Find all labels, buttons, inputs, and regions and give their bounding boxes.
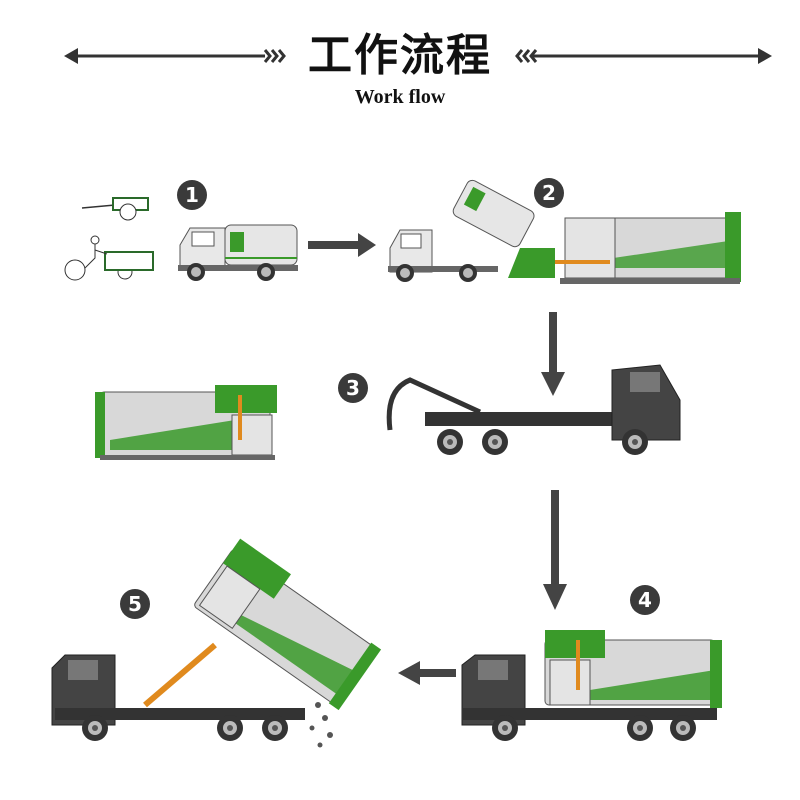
header-left-arrow	[64, 48, 286, 64]
small-truck-unloading	[388, 179, 535, 282]
arrow-down-1	[541, 312, 565, 396]
title-text: 工作流程	[300, 30, 500, 81]
falling-garbage	[309, 702, 333, 748]
step-2-badge: 2	[534, 178, 564, 208]
step-4-badge: 4	[630, 585, 660, 615]
hook-lift-truck	[386, 364, 681, 455]
step-5-badge: 5	[120, 589, 150, 619]
truck-dumping-container	[51, 538, 382, 748]
arrow-right	[308, 233, 376, 257]
hand-cart-icon	[81, 197, 149, 221]
tricycle-icon	[64, 235, 154, 281]
step-3-badge: 3	[338, 373, 368, 403]
step-1-badge: 1	[177, 180, 207, 210]
truck-loaded-container	[461, 630, 722, 741]
arrow-left	[398, 661, 456, 685]
detached-container	[95, 385, 277, 460]
compactor-station	[508, 212, 741, 284]
header-right-arrow	[515, 48, 772, 64]
small-collection-truck	[178, 224, 298, 281]
arrow-down-2	[543, 490, 567, 610]
page-title: 工作流程	[0, 30, 800, 82]
page-subtitle: Work flow	[354, 86, 446, 108]
